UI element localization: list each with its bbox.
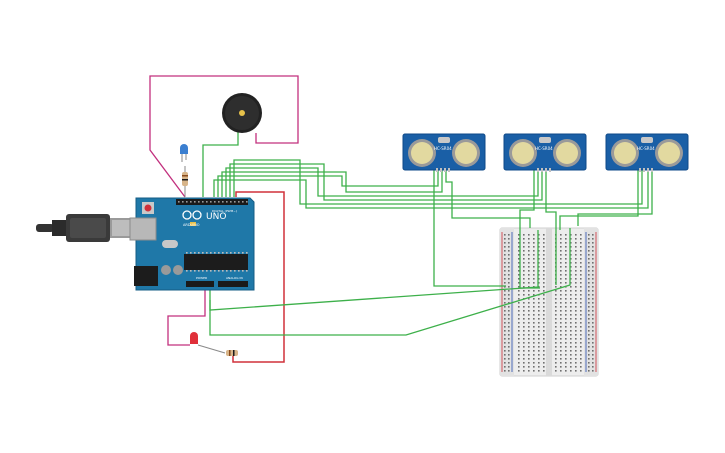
wire-sensor3-trig [233,159,643,205]
resistor-icon[interactable] [182,166,188,197]
arduino-board-icon[interactable]: UNO ARDUINO DIGITAL (PWM~) POWER ANALOG … [129,197,255,291]
wire-power-5v [232,191,285,363]
led-red-icon[interactable] [190,332,226,354]
wire-gnd-2 [209,228,571,336]
wire-sensor1-gnd [445,170,531,228]
ultrasonic-sensor-icon[interactable]: HC-SR04 [503,133,587,172]
ultrasonic-sensor-icon[interactable]: HC-SR04 [605,133,689,172]
wire-buzzer-positive [149,75,299,198]
board-logo-label: ARDUINO [183,223,200,227]
sensor-model-label: HC-SR04 [535,146,553,151]
breadboard-icon[interactable] [499,227,599,377]
wire-sensor3-gnd [577,170,653,226]
resistor-red-led-icon[interactable] [226,350,238,356]
wire-led-red [167,290,206,346]
breadboard-holes [504,234,594,372]
wire-sensor2-vcc [519,170,540,289]
wire-sensor1-echo [221,170,443,197]
analog-header-label: ANALOG IN [226,276,243,280]
wire-gnd [209,230,539,311]
power-header-label: POWER [196,276,207,280]
wire-sensor1-vcc [433,170,506,287]
arduino-logo-icon [182,210,202,220]
wire-sensor3-vcc [559,170,639,230]
board-brand-label: UNO [206,212,226,222]
sensor-model-label: HC-SR04 [434,146,452,151]
buzzer-icon[interactable] [222,93,262,133]
wire-sensor2-trig [225,167,539,197]
sensor-model-label: HC-SR04 [637,146,655,151]
digital-header-label: DIGITAL (PWM~) [212,209,237,213]
wires [149,75,653,363]
wire-sensor2-echo [229,163,543,201]
usb-cable-icon[interactable] [36,214,140,242]
ultrasonic-sensor-icon[interactable]: HC-SR04 [402,133,486,172]
wire-sensor2-gnd [545,170,557,285]
wire-buzzer-negative [202,128,239,197]
digital-header [178,201,248,203]
wire-sensor1-trig [217,170,439,197]
wire-sensor3-echo [213,170,649,209]
led-blue-icon[interactable] [180,144,188,162]
